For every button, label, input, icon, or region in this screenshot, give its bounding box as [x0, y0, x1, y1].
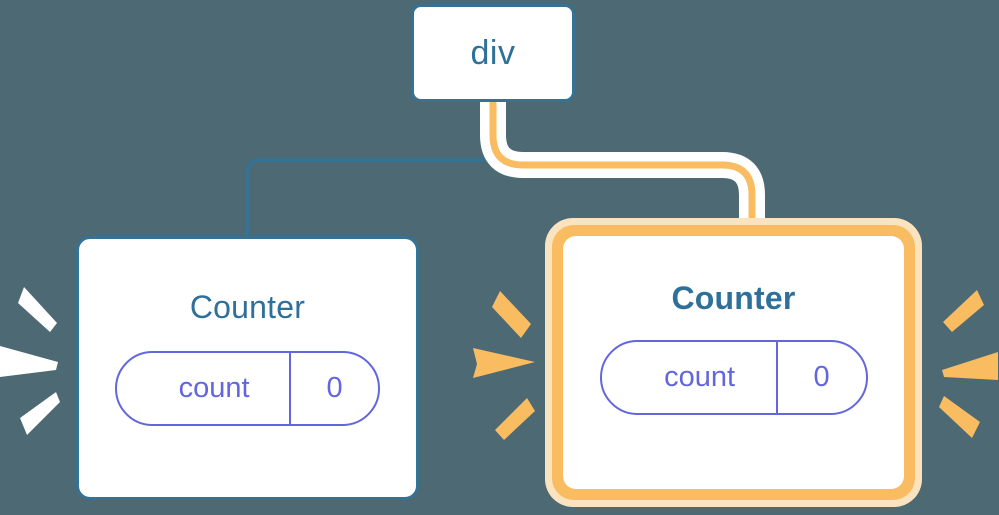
- sparkle-ray: [939, 396, 980, 438]
- sparkle-ray: [495, 398, 535, 440]
- node-counter-right-highlight-glow: Counter count 0: [545, 218, 922, 507]
- sparkle-rays-right-outer: [939, 290, 998, 438]
- sparkle-ray: [943, 290, 984, 332]
- node-div[interactable]: div: [411, 4, 575, 102]
- sparkle-rays-left-outer: [0, 287, 60, 435]
- node-counter-right-title: Counter: [671, 280, 796, 316]
- state-key-label: count: [178, 372, 250, 404]
- node-counter-right[interactable]: Counter count 0: [563, 236, 904, 489]
- sparkle-ray: [18, 287, 57, 332]
- sparkle-ray: [20, 392, 60, 435]
- sparkle-rays-middle: [473, 291, 535, 440]
- sparkle-ray: [473, 348, 535, 378]
- node-counter-left-title: Counter: [189, 289, 306, 325]
- state-pill-left[interactable]: count 0: [115, 351, 380, 426]
- sparkle-ray: [492, 291, 531, 338]
- state-value-label: 0: [775, 342, 866, 413]
- sparkle-ray: [942, 352, 998, 380]
- state-pill-right[interactable]: count 0: [599, 340, 868, 415]
- state-key-label: count: [664, 361, 736, 393]
- node-counter-right-highlight-ring: Counter count 0: [552, 225, 915, 500]
- state-value-label: 0: [289, 353, 378, 424]
- node-div-label: div: [470, 34, 516, 72]
- node-counter-left[interactable]: Counter count 0: [76, 236, 419, 500]
- connector-div-to-left-counter: [245, 99, 495, 240]
- sparkle-ray: [0, 346, 58, 377]
